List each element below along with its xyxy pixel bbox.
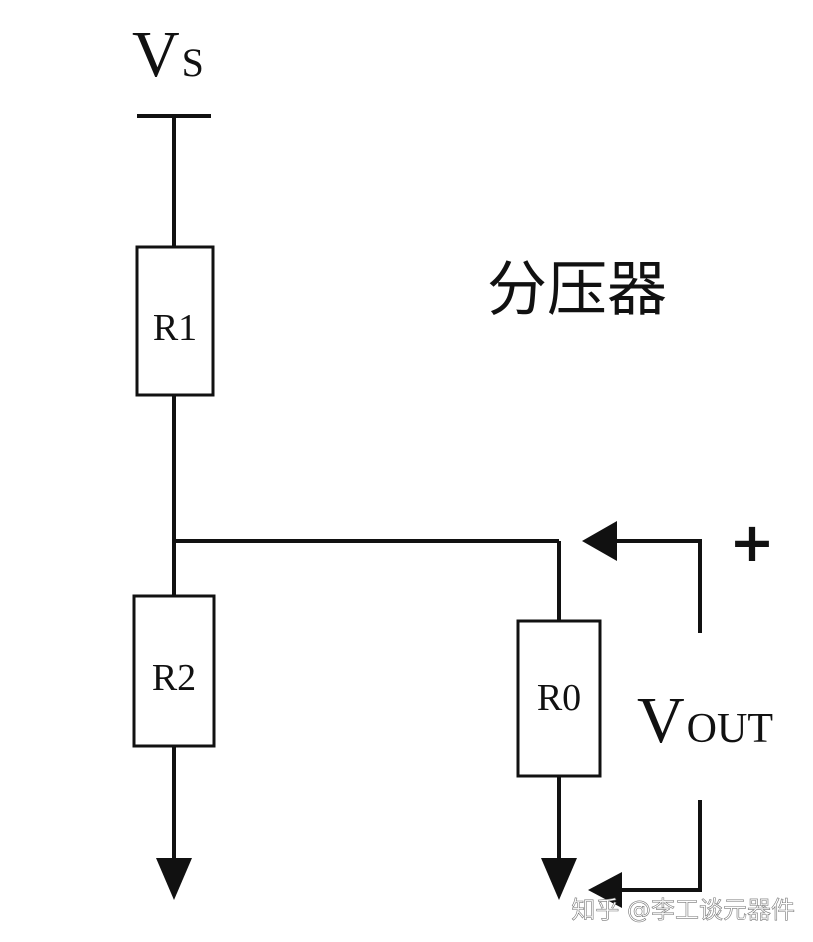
- resistor-r0: R0: [516, 619, 602, 778]
- vout-top-arrow: [582, 521, 617, 561]
- ground-arrow-right: [541, 858, 577, 900]
- ground-arrow-left: [156, 858, 192, 900]
- vout-top-bracket: [612, 539, 702, 633]
- resistor-r0-label: R0: [537, 677, 581, 719]
- resistor-r2-label: R2: [152, 657, 196, 699]
- vout-plus-sign: +: [729, 511, 774, 574]
- vout-label-sub: OUT: [687, 706, 773, 752]
- resistor-r0-body: [516, 619, 602, 778]
- diagram-title: 分压器: [487, 255, 667, 325]
- vout-bottom-arrow: [588, 872, 622, 908]
- resistor-r1: R1: [135, 245, 215, 397]
- vout-label: VOUT: [637, 684, 773, 757]
- resistor-r2-body: [132, 594, 216, 748]
- resistor-r1-label: R1: [153, 307, 197, 349]
- vout-bottom-bracket: [618, 800, 702, 892]
- vout-label-main: V: [637, 684, 685, 757]
- watermark: 知乎 @李工谈元器件: [571, 896, 795, 924]
- resistor-r1-body: [135, 245, 215, 397]
- supply-label-sub: S: [182, 40, 204, 85]
- resistor-r2: R2: [132, 594, 216, 748]
- supply-label-main: V: [132, 18, 180, 91]
- supply-label: VS: [132, 18, 204, 91]
